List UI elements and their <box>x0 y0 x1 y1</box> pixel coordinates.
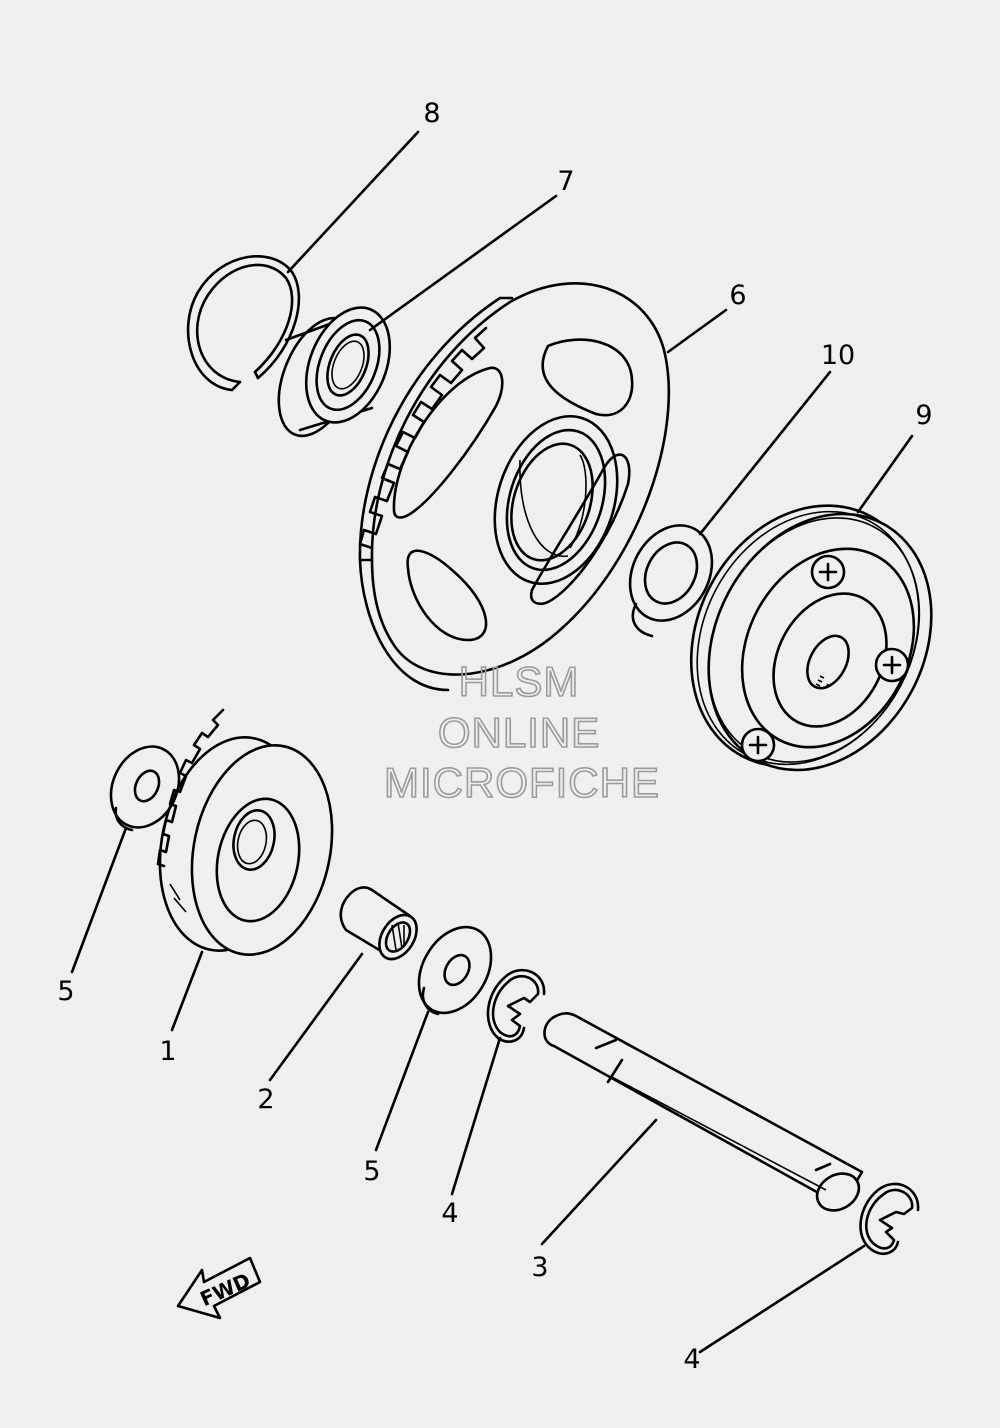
label-4-upper: 4 <box>441 1198 458 1229</box>
label-5-upper: 5 <box>57 976 74 1007</box>
leader-10 <box>698 370 832 536</box>
leader-2 <box>268 952 364 1082</box>
shaft-part-3 <box>543 1012 864 1212</box>
leader-5-upper <box>70 826 128 974</box>
label-9: 9 <box>915 400 932 431</box>
watermark-line-3: MICROFICHE <box>384 759 660 806</box>
washer-part-10 <box>628 524 714 638</box>
leader-4-upper <box>450 1036 502 1196</box>
label-2: 2 <box>257 1084 274 1115</box>
watermark: HLSM ONLINE MICROFICHE <box>383 657 660 807</box>
circlip-ring-part-8 <box>186 255 301 392</box>
washer-part-5-upper <box>109 745 181 832</box>
leader-5-lower <box>374 1010 430 1152</box>
leader-4-lower <box>698 1244 866 1354</box>
screw-head-bottom <box>740 727 776 763</box>
callout-labels: 8 7 6 10 9 5 1 2 5 4 3 4 <box>57 98 932 1375</box>
leader-lines <box>70 130 914 1354</box>
label-10: 10 <box>821 340 855 371</box>
label-4-lower: 4 <box>683 1344 700 1375</box>
label-7: 7 <box>557 166 574 197</box>
label-5-lower: 5 <box>363 1156 380 1187</box>
label-1: 1 <box>159 1036 176 1067</box>
screw-head-top <box>810 554 846 590</box>
washer-part-5-lower <box>417 925 493 1016</box>
label-8: 8 <box>423 98 440 129</box>
clutch-assembly-part-9 <box>689 504 933 772</box>
idler-gear-part-1 <box>156 708 334 956</box>
e-clip-part-4-upper <box>486 968 546 1043</box>
bearing-part-7 <box>277 306 392 438</box>
starter-gear-part-6 <box>358 282 671 692</box>
label-6: 6 <box>729 280 746 311</box>
leader-1 <box>170 950 204 1032</box>
needle-bearing-part-2 <box>339 886 418 961</box>
leader-8 <box>286 130 420 274</box>
leader-6 <box>666 308 728 354</box>
fwd-arrow-icon: FWD <box>176 1256 262 1320</box>
leader-7 <box>368 194 558 332</box>
leader-3 <box>540 1118 658 1246</box>
leader-9 <box>856 434 914 514</box>
screw-head-right <box>874 647 910 683</box>
watermark-line-1: HLSM <box>459 658 580 705</box>
label-3: 3 <box>531 1252 548 1283</box>
watermark-line-2: ONLINE <box>438 709 600 756</box>
e-clip-part-4-lower <box>859 1182 920 1255</box>
